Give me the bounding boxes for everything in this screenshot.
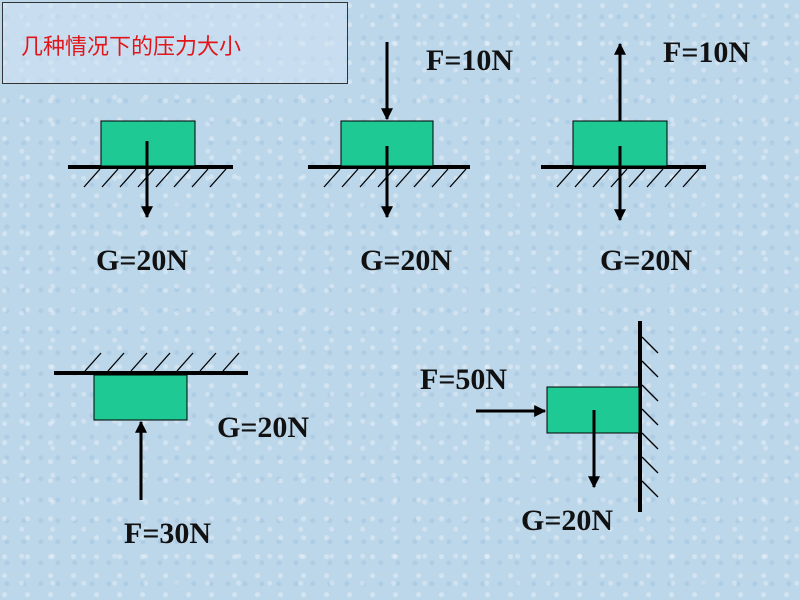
label-g4: G=20N xyxy=(217,411,310,444)
label-g5: G=20N xyxy=(521,504,614,537)
label-g3: G=20N xyxy=(600,244,693,277)
label-f2: F=10N xyxy=(426,44,514,77)
label-f5: F=50N xyxy=(420,363,508,396)
scenario-2 xyxy=(308,42,470,219)
scenario-4 xyxy=(54,352,248,500)
hatch-5 xyxy=(641,336,659,498)
label-f3: F=10N xyxy=(663,36,751,69)
hatch-3 xyxy=(556,168,700,188)
label-g2: G=20N xyxy=(360,244,453,277)
label-f4: F=30N xyxy=(124,517,212,550)
block-4 xyxy=(93,374,188,421)
title-box: 几种情况下的压力大小 xyxy=(2,2,348,84)
hatch-4 xyxy=(84,352,240,372)
slide-title: 几种情况下的压力大小 xyxy=(21,35,242,60)
hatch-2 xyxy=(323,168,467,188)
scenario-5 xyxy=(476,321,659,512)
label-g1: G=20N xyxy=(96,244,189,277)
scenario-3 xyxy=(541,42,706,222)
scenario-1 xyxy=(68,120,233,219)
hatch-1 xyxy=(83,168,227,188)
